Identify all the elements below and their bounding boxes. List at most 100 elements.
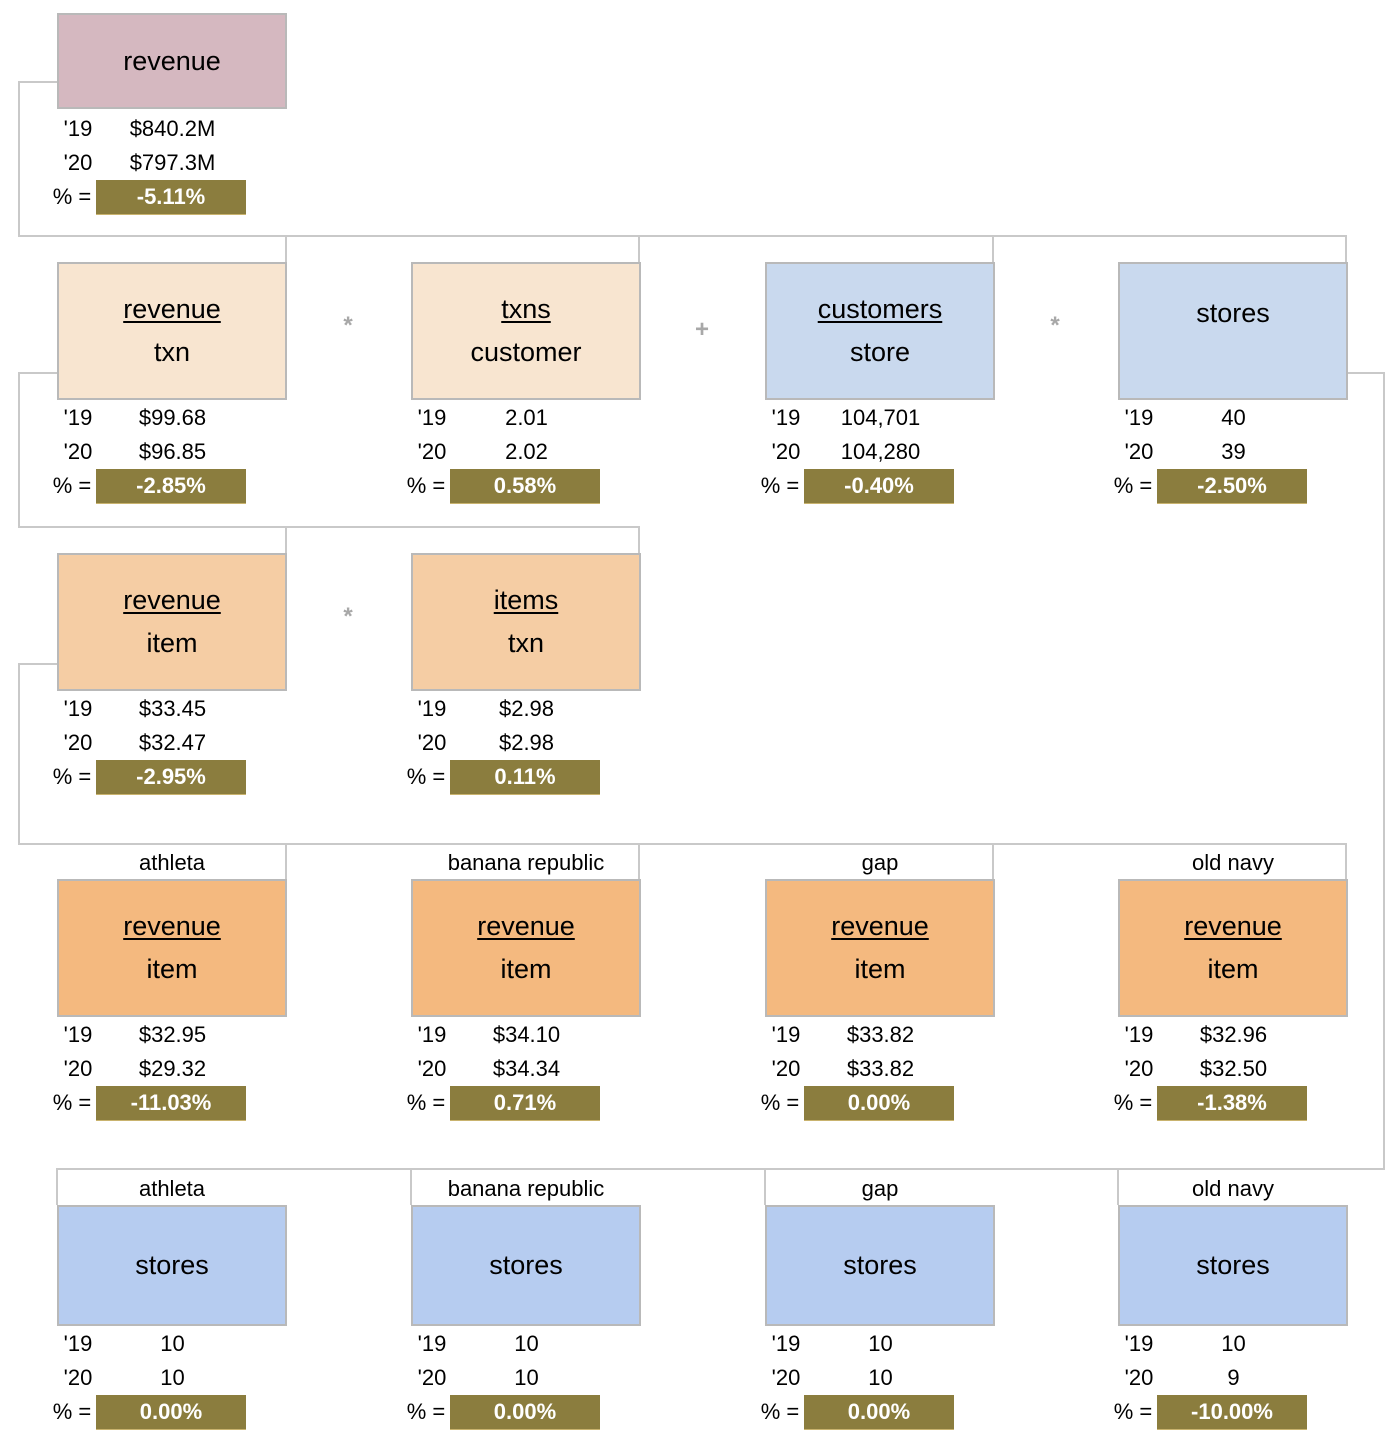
year-row-2020: '20 $797.3M bbox=[57, 150, 287, 180]
pct-label: % = bbox=[760, 1090, 800, 1115]
metric-denominator: customer bbox=[470, 337, 582, 367]
pct-change-row: % = -2.50% bbox=[1114, 469, 1348, 503]
pct-label: % = bbox=[52, 1399, 92, 1424]
segment-label: athleta bbox=[138, 850, 206, 875]
year-label: '19 bbox=[1124, 1022, 1154, 1047]
year-value: 2.01 bbox=[505, 405, 548, 430]
year-row-2019: '19 $840.2M bbox=[57, 116, 287, 146]
metric-box: revenue item bbox=[765, 879, 995, 1017]
year-row-2020: '20 $33.82 bbox=[765, 1056, 995, 1086]
year-row-2020: '20 10 bbox=[57, 1365, 287, 1395]
year-value: 40 bbox=[1221, 405, 1246, 430]
year-value: 10 bbox=[868, 1331, 893, 1356]
metric-numerator: revenue bbox=[831, 911, 929, 941]
year-label: '19 bbox=[63, 696, 93, 721]
metric-denominator: store bbox=[849, 337, 911, 367]
year-label: '19 bbox=[771, 405, 801, 430]
year-row-2019: '19 $33.45 bbox=[57, 696, 287, 726]
pct-label: % = bbox=[52, 764, 92, 789]
metric-box: revenue bbox=[57, 13, 287, 109]
segment-label: athleta bbox=[138, 1176, 206, 1201]
metric-label: stores bbox=[1196, 298, 1270, 328]
metric-box: stores bbox=[57, 1205, 287, 1326]
year-value: 104,701 bbox=[840, 405, 921, 430]
year-row-2020: '20 2.02 bbox=[411, 439, 641, 469]
year-row-2019: '19 40 bbox=[1118, 405, 1348, 435]
pct-change-value: -5.11% bbox=[96, 180, 246, 214]
year-value: 10 bbox=[1221, 1331, 1246, 1356]
pct-change-value: -0.40% bbox=[804, 469, 954, 503]
year-row-2020: '20 10 bbox=[411, 1365, 641, 1395]
year-value: 10 bbox=[160, 1365, 185, 1390]
year-value: 10 bbox=[514, 1331, 539, 1356]
pct-change-row: % = -10.00% bbox=[1114, 1395, 1348, 1429]
pct-change-value: -2.50% bbox=[1157, 469, 1307, 503]
metric-box: revenue item bbox=[57, 553, 287, 691]
pct-change-value: 0.11% bbox=[450, 760, 600, 794]
year-row-2019: '19 $34.10 bbox=[411, 1022, 641, 1052]
pct-change-value: -11.03% bbox=[96, 1086, 246, 1120]
segment-label: banana republic bbox=[447, 1176, 605, 1201]
metric-label: stores bbox=[843, 1250, 917, 1280]
pct-change-row: % = 0.00% bbox=[761, 1086, 995, 1120]
year-row-2019: '19 10 bbox=[57, 1331, 287, 1361]
pct-change-value: 0.00% bbox=[450, 1395, 600, 1429]
pct-label: % = bbox=[760, 473, 800, 498]
year-value: $29.32 bbox=[138, 1056, 207, 1081]
year-row-2020: '20 $32.47 bbox=[57, 730, 287, 760]
year-label: '20 bbox=[417, 1056, 447, 1081]
year-row-2020: '20 $2.98 bbox=[411, 730, 641, 760]
year-label: '19 bbox=[417, 405, 447, 430]
metric-box: stores bbox=[1118, 262, 1348, 400]
year-value: $96.85 bbox=[138, 439, 207, 464]
year-value: 10 bbox=[514, 1365, 539, 1390]
multiply-operator: * bbox=[343, 312, 353, 339]
year-label: '20 bbox=[417, 439, 447, 464]
year-label: '19 bbox=[63, 1331, 93, 1356]
pct-change-value: 0.00% bbox=[804, 1395, 954, 1429]
pct-label: % = bbox=[1113, 1090, 1153, 1115]
pct-change-row: % = 0.58% bbox=[407, 469, 641, 503]
year-value: $99.68 bbox=[138, 405, 207, 430]
segment-label: old navy bbox=[1192, 1176, 1274, 1201]
year-value: $32.95 bbox=[138, 1022, 207, 1047]
year-row-2020: '20 9 bbox=[1118, 1365, 1348, 1395]
metric-label: stores bbox=[489, 1250, 563, 1280]
metric-numerator: revenue bbox=[123, 294, 221, 324]
pct-change-value: 0.00% bbox=[96, 1395, 246, 1429]
year-label: '20 bbox=[63, 1365, 93, 1390]
year-label: '20 bbox=[771, 1056, 801, 1081]
metric-box: revenue item bbox=[1118, 879, 1348, 1017]
multiply-operator: * bbox=[1050, 312, 1060, 339]
pct-change-row: % = 0.11% bbox=[407, 760, 641, 794]
year-value: 39 bbox=[1221, 439, 1246, 464]
pct-label: % = bbox=[760, 1399, 800, 1424]
year-row-2019: '19 $32.96 bbox=[1118, 1022, 1348, 1052]
year-value: 9 bbox=[1227, 1365, 1240, 1390]
year-label: '19 bbox=[63, 1022, 93, 1047]
year-label: '20 bbox=[63, 730, 93, 755]
metric-label: stores bbox=[1196, 1250, 1270, 1280]
metric-box: stores bbox=[411, 1205, 641, 1326]
pct-change-value: -2.85% bbox=[96, 469, 246, 503]
pct-change-row: % = -5.11% bbox=[53, 180, 287, 214]
metric-box: stores bbox=[765, 1205, 995, 1326]
metric-denominator: item bbox=[146, 954, 198, 984]
pct-change-value: -10.00% bbox=[1157, 1395, 1307, 1429]
year-value: $2.98 bbox=[498, 730, 555, 755]
year-label: '20 bbox=[771, 439, 801, 464]
segment-label: banana republic bbox=[447, 850, 605, 875]
metric-numerator: revenue bbox=[123, 585, 221, 615]
year-row-2020: '20 104,280 bbox=[765, 439, 995, 469]
year-value: $797.3M bbox=[129, 150, 216, 175]
year-value: 10 bbox=[160, 1331, 185, 1356]
metric-denominator: item bbox=[146, 628, 198, 658]
year-row-2019: '19 10 bbox=[1118, 1331, 1348, 1361]
year-label: '20 bbox=[771, 1365, 801, 1390]
year-row-2019: '19 104,701 bbox=[765, 405, 995, 435]
metric-label: stores bbox=[135, 1250, 209, 1280]
metric-box: items txn bbox=[411, 553, 641, 691]
pct-change-row: % = -2.85% bbox=[53, 469, 287, 503]
pct-label: % = bbox=[406, 1399, 446, 1424]
metric-numerator: txns bbox=[501, 294, 551, 324]
